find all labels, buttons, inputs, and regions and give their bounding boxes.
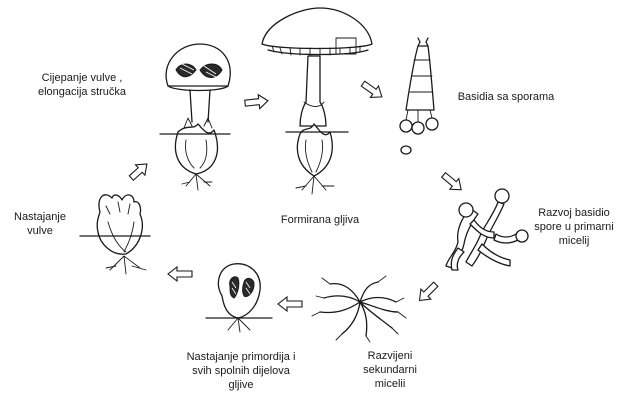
label-secondary-mycelium-line-2: sekundarni: [350, 363, 430, 377]
label-primordium-line-3: gljive: [166, 378, 316, 392]
label-primary-mycelium: Razvoj basidio spore u primarni micelij: [526, 206, 620, 248]
primordium-illustration: [206, 264, 272, 332]
arrow-primary-to-secondary: [415, 279, 441, 305]
secondary-mycelium-illustration: [312, 276, 406, 342]
label-secondary-mycelium-line-3: micelii: [350, 377, 430, 391]
arrow-mature-to-basidia: [359, 78, 386, 103]
label-volva-line-2: vulve: [4, 224, 76, 238]
label-primordium-line-2: svih spolnih dijelova: [166, 364, 316, 378]
arrow-primordium-to-volva: [168, 267, 192, 281]
arrow-volva-to-young: [127, 159, 152, 183]
arrow-young-to-mature: [244, 94, 268, 110]
young-mushroom-illustration: [160, 44, 230, 190]
label-cap-opening-line-1: Cijepanje vulve ,: [22, 71, 142, 85]
volva-illustration: [80, 195, 150, 274]
label-secondary-mycelium-line-1: Razvijeni: [350, 349, 430, 363]
label-basidia: Basidia sa sporama: [446, 90, 566, 104]
basidia-illustration: [400, 38, 438, 154]
primary-mycelium-illustration: [446, 189, 528, 270]
label-volva: Nastajanje vulve: [4, 210, 76, 238]
label-cap-opening-line-2: elongacija stručka: [22, 85, 142, 99]
label-mature: Formirana gljiva: [270, 213, 370, 227]
arrow-basidia-to-primary: [439, 170, 466, 196]
label-primary-mycelium-line-2: spore u primarni: [526, 220, 620, 234]
arrow-secondary-to-primordium: [278, 297, 302, 311]
label-basidia-line-1: Basidia sa sporama: [446, 90, 566, 104]
label-secondary-mycelium: Razvijeni sekundarni micelii: [350, 349, 430, 391]
label-primordium-line-1: Nastajanje primordija i: [166, 350, 316, 364]
label-volva-line-1: Nastajanje: [4, 210, 76, 224]
label-cap-opening: Cijepanje vulve , elongacija stručka: [22, 71, 142, 99]
label-primordium: Nastajanje primordija i svih spolnih dij…: [166, 350, 316, 392]
label-mature-line-1: Formirana gljiva: [270, 213, 370, 227]
mature-mushroom-illustration: [262, 8, 372, 194]
label-primary-mycelium-line-1: Razvoj basidio: [526, 206, 620, 220]
label-primary-mycelium-line-3: micelij: [526, 234, 620, 248]
